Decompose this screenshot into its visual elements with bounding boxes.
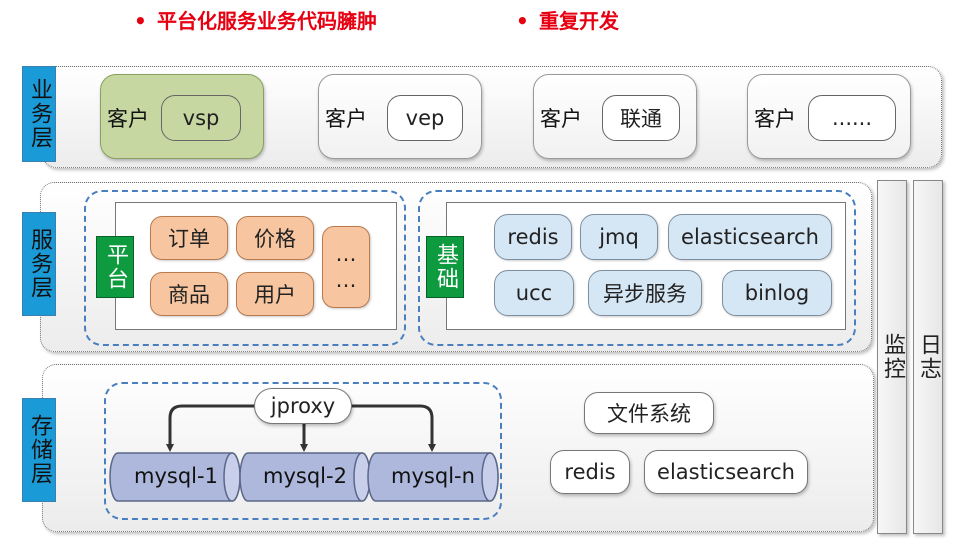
mysql-cluster-group	[104, 382, 502, 520]
monitoring-column[interactable]: 监控	[877, 180, 907, 534]
mysql-db-1[interactable]	[109, 452, 241, 502]
bullet: •	[516, 9, 529, 33]
service-layer-tag: 服务层	[22, 212, 56, 316]
notice-text: 平台化服务业务代码臃肿	[156, 9, 377, 33]
client-name-pill: ......	[808, 95, 896, 141]
mysql-n-label: mysql-n	[391, 464, 475, 488]
base-item-jmq[interactable]: jmq	[580, 214, 658, 260]
client-box[interactable]: 客户 vsp	[100, 74, 264, 159]
jproxy-node[interactable]: jproxy	[254, 388, 352, 424]
platform-item-price[interactable]: 价格	[236, 216, 314, 260]
platform-more[interactable]: … …	[322, 226, 370, 308]
client-name-pill: vsp	[161, 95, 241, 141]
client-box[interactable]: 客户 vep	[318, 74, 482, 159]
mysql-db-2[interactable]	[239, 452, 371, 502]
arrow-to-mysql-1	[166, 404, 256, 452]
storage-layer-tag: 存储层	[22, 398, 56, 502]
storage-redis-node[interactable]: redis	[550, 450, 630, 494]
base-item-binlog[interactable]: binlog	[722, 270, 832, 316]
monitoring-label: 监控	[880, 333, 905, 381]
client-label: 客户	[540, 107, 582, 131]
base-item-redis[interactable]: redis	[494, 214, 572, 260]
platform-group	[84, 190, 406, 346]
base-item-ucc[interactable]: ucc	[494, 270, 574, 316]
base-item-elasticsearch[interactable]: elasticsearch	[668, 214, 832, 260]
base-tag: 基础	[426, 236, 464, 298]
client-box[interactable]: 客户 ......	[747, 74, 911, 159]
client-label: 客户	[325, 107, 367, 131]
platform-tag: 平台	[96, 236, 134, 298]
file-system-node[interactable]: 文件系统	[584, 392, 714, 434]
platform-item-product[interactable]: 商品	[150, 272, 228, 316]
logging-column[interactable]: 日志	[913, 180, 943, 534]
business-layer-tag: 业务层	[22, 66, 56, 162]
mysql-2-label: mysql-2	[263, 464, 347, 488]
bullet: •	[134, 9, 147, 33]
storage-layer-band	[42, 364, 874, 532]
client-name-pill: vep	[387, 95, 463, 141]
notice-1: • 平台化服务业务代码臃肿	[134, 5, 377, 34]
logging-label: 日志	[916, 333, 941, 381]
platform-item-user[interactable]: 用户	[236, 272, 314, 316]
client-label: 客户	[107, 107, 149, 131]
base-item-async-service[interactable]: 异步服务	[588, 270, 702, 316]
storage-elasticsearch-node[interactable]: elasticsearch	[644, 450, 808, 494]
arrow-to-mysql-n	[350, 404, 436, 452]
client-label: 客户	[754, 107, 796, 131]
notice-text: 重复开发	[538, 9, 619, 33]
base-group	[418, 190, 856, 346]
mysql-1-label: mysql-1	[134, 464, 218, 488]
client-box[interactable]: 客户 联通	[533, 74, 697, 159]
notice-2: • 重复开发	[516, 5, 619, 34]
mysql-db-n[interactable]	[367, 452, 499, 502]
client-name-pill: 联通	[602, 95, 680, 141]
platform-item-order[interactable]: 订单	[150, 216, 228, 260]
